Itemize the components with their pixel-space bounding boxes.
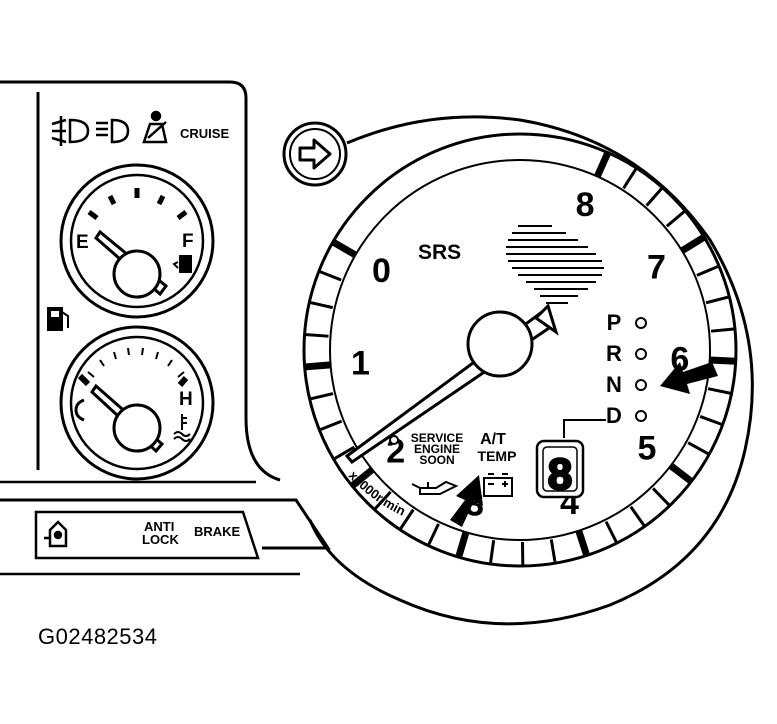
tachometer-number-1: 1 [351,345,370,383]
tachometer-minor-tick [426,523,440,547]
service-label-line2: ENGINE [414,442,460,456]
tachometer-minor-tick [308,300,334,310]
at-label-line1: A/T [480,431,506,448]
tachometer-major-tick [304,361,331,371]
tachometer-minor-tick [696,264,720,277]
tachometer-minor-tick [318,419,343,432]
tachometer-minor-tick [710,327,736,333]
cruise-label: CRUISE [180,126,229,141]
temperature-gauge-hub [112,403,162,453]
tachometer-minor-tick [645,186,664,207]
gear-indicator-dot-n [635,379,647,391]
gear-label-r: R [606,341,622,366]
tachometer-major-tick [594,151,612,178]
fuel-pump-icon [47,307,69,331]
anti-label: ANTI [144,519,174,534]
tachometer-ticks [304,151,736,567]
tachometer-number-5: 5 [637,429,656,467]
tachometer-minor-tick [651,487,671,507]
turn-signal-icon [282,121,348,187]
fuel-empty-label: E [76,232,89,253]
tachometer-minor-tick [665,209,687,228]
tachometer-major-tick [455,531,470,559]
tachometer-scale-inner [329,159,711,541]
tachometer-minor-tick [622,167,638,190]
tachometer-number-7: 7 [647,248,666,286]
tachometer-minor-tick [398,508,415,531]
door-ajar-icon [44,520,68,548]
callout-arrow-warning-lamp [450,475,483,527]
tachometer-major-tick [331,238,358,259]
tachometer-major-tick [575,529,591,557]
tachometer-major-tick [680,234,706,254]
tachometer-hub [466,310,534,378]
tachometer-outer-bezel [308,115,754,626]
tachometer-minor-tick [488,539,496,565]
gear-digit: 8 [548,450,572,499]
tachometer-minor-tick [373,490,392,511]
tachometer-minor-tick [332,445,356,461]
tachometer-minor-tick [629,505,646,528]
tachometer-number-0: 0 [372,252,391,290]
tachometer-minor-tick [318,269,342,282]
fuel-gauge-ticks [87,188,188,220]
fuel-gauge: E F [59,163,215,319]
oil-can-icon [411,480,459,495]
gear-indicator-dot-r [635,348,647,360]
gear-label-p: P [607,310,622,335]
service-label-line3: SOON [419,453,454,467]
tachometer-number-8: 8 [576,186,595,224]
tachometer-major-tick [709,356,736,365]
battery-icon [483,473,513,497]
fog-light-icon [51,116,90,146]
tachometer-minor-tick [707,387,732,395]
gear-label-d: D [606,403,622,428]
tachometer-minor-tick [604,520,619,544]
fuel-gauge-hub [112,249,162,299]
tachometer-minor-tick [687,441,710,456]
fuel-pump-small-icon [172,255,192,273]
coolant-temp-icon [173,414,191,442]
small-indicator-dot [389,435,399,445]
tachometer-minor-tick [699,415,724,427]
cold-c-mark [74,398,85,422]
temp-hot-label: H [179,389,193,410]
temperature-gauge: H [59,325,215,481]
tachometer-minor-tick [549,539,557,564]
brake-label: BRAKE [194,524,241,539]
tachometer-minor-tick [705,295,730,305]
gear-label-n: N [606,372,622,397]
service-label-line1: SERVICE [411,431,463,445]
temperature-gauge-ticks [87,347,185,378]
figure-id: G02482534 [38,624,158,649]
tachometer-minor-tick [304,332,329,338]
hatched-warning-area [506,225,604,304]
tachometer-needle-tip [533,303,559,336]
callout-arrow-gear-indicator [660,362,718,394]
lock-label: LOCK [142,532,179,547]
tachometer-major-tick [668,462,694,485]
fuel-full-label: F [182,231,194,252]
left-panel-outline [0,80,331,576]
tachometer-minor-tick [309,392,334,401]
seatbelt-icon [142,110,168,144]
at-label-line2: TEMP [478,448,517,464]
srs-label: SRS [418,241,461,264]
gear-indicator-dot-d [635,410,647,422]
gear-display: 8 [535,419,606,500]
gear-indicator-dot-p [635,317,647,329]
headlight-icon [96,118,130,144]
tachometer-major-tick [349,466,375,489]
